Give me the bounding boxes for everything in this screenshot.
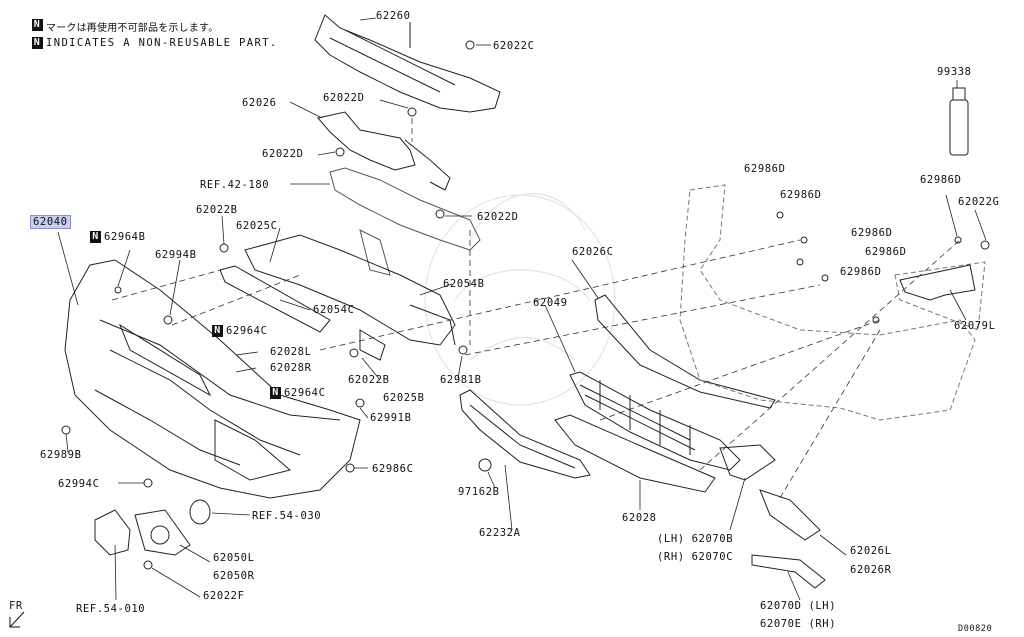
part-label[interactable]: 62028 bbox=[622, 512, 657, 524]
part-label[interactable]: 62050R bbox=[213, 570, 255, 582]
part-label[interactable]: 62981B bbox=[440, 374, 482, 386]
part-label[interactable]: 62054B bbox=[443, 278, 485, 290]
part-label[interactable]: 62054C bbox=[313, 304, 355, 316]
part-label[interactable]: 62022D bbox=[262, 148, 304, 160]
reinforcement-ref-42-180 bbox=[330, 168, 480, 275]
part-label[interactable]: 62022D bbox=[323, 92, 365, 104]
part-label[interactable]: 62022D bbox=[477, 211, 519, 223]
part-label[interactable]: 62026R bbox=[850, 564, 892, 576]
clips bbox=[62, 41, 989, 569]
non-reusable-mark: N bbox=[90, 231, 101, 243]
part-label[interactable]: 99338 bbox=[937, 66, 972, 78]
part-label[interactable]: 62986D bbox=[851, 227, 893, 239]
ref-label[interactable]: REF.42-180 bbox=[200, 179, 270, 191]
part-label[interactable]: 62994C bbox=[58, 478, 100, 490]
part-label[interactable]: 62022G bbox=[958, 196, 1000, 208]
part-label[interactable]: 62025C bbox=[236, 220, 278, 232]
part-label[interactable]: 62022B bbox=[196, 204, 238, 216]
bracket-62026 bbox=[318, 112, 450, 190]
part-label-selected[interactable]: 62040 bbox=[30, 215, 71, 229]
part-label[interactable]: (LH) 62070B bbox=[657, 533, 734, 545]
vehicle-outline-ref bbox=[680, 185, 985, 420]
front-direction-label: FR bbox=[9, 600, 23, 612]
ref-label[interactable]: REF.54-010 bbox=[76, 603, 146, 615]
part-label-text: 62964C bbox=[226, 325, 268, 337]
part-label[interactable]: 62026C bbox=[572, 246, 614, 258]
part-label[interactable]: 62260 bbox=[376, 10, 411, 22]
part-label[interactable]: 62991B bbox=[370, 412, 412, 424]
part-label[interactable]: (RH) 62070C bbox=[657, 551, 734, 563]
part-label[interactable]: 62025B bbox=[383, 392, 425, 404]
part-label[interactable]: 62986D bbox=[840, 266, 882, 278]
part-label[interactable]: 62986D bbox=[865, 246, 907, 258]
part-label[interactable]: 62070E (RH) bbox=[760, 618, 837, 630]
fog-cap-ref-54-030 bbox=[190, 500, 210, 524]
part-label[interactable]: 62022B bbox=[348, 374, 390, 386]
part-label[interactable]: 62986D bbox=[744, 163, 786, 175]
part-label[interactable]: 62050L bbox=[213, 552, 255, 564]
lower-bar-62054c bbox=[220, 266, 330, 332]
part-label-text: 62964C bbox=[284, 387, 326, 399]
part-label[interactable]: 97162B bbox=[458, 486, 500, 498]
part-label[interactable]: 62070D (LH) bbox=[760, 600, 837, 612]
part-label[interactable]: 62028L bbox=[270, 346, 312, 358]
alignment-lines bbox=[112, 118, 960, 498]
garnish-62070d bbox=[752, 555, 825, 588]
part-label[interactable]: 62026 bbox=[242, 97, 277, 109]
sealant-bottle-99338 bbox=[950, 88, 968, 155]
part-label[interactable]: 62989B bbox=[40, 449, 82, 461]
front-arrow-icon bbox=[10, 612, 24, 627]
garnish-62028 bbox=[555, 415, 715, 492]
part-label[interactable]: 62986D bbox=[780, 189, 822, 201]
leader-lines bbox=[58, 18, 986, 600]
non-reusable-mark: N bbox=[32, 37, 43, 49]
absorber-62054b bbox=[245, 235, 455, 360]
part-label[interactable]: 62986C bbox=[372, 463, 414, 475]
ref-label[interactable]: REF.54-030 bbox=[252, 510, 322, 522]
note-en-text: INDICATES A NON-REUSABLE PART. bbox=[46, 37, 278, 49]
part-label-text: 62964B bbox=[104, 231, 146, 243]
non-reusable-mark: N bbox=[32, 19, 43, 31]
diagram-code: D00820 bbox=[958, 624, 993, 634]
bracket-62079l bbox=[900, 265, 975, 300]
splash-shield-62260 bbox=[315, 15, 500, 112]
part-label[interactable]: 62026L bbox=[850, 545, 892, 557]
non-reusable-mark: N bbox=[212, 325, 223, 337]
grille-62049 bbox=[570, 295, 775, 470]
bumper-face-62040 bbox=[65, 260, 360, 498]
note-jp-text: マークは再使用不可部品を示します。 bbox=[46, 23, 219, 34]
part-label[interactable]: 62022C bbox=[493, 40, 535, 52]
part-label[interactable]: 62022F bbox=[203, 590, 245, 602]
part-label[interactable]: 62986D bbox=[920, 174, 962, 186]
non-reusable-mark: N bbox=[270, 387, 281, 399]
part-label[interactable]: 62994B bbox=[155, 249, 197, 261]
part-label[interactable]: 62079L bbox=[954, 320, 996, 332]
garnish-62070b bbox=[720, 445, 775, 480]
garnish-62026l bbox=[760, 490, 820, 540]
fog-lamp-ref bbox=[95, 510, 130, 555]
fog-bezel-62050 bbox=[135, 510, 190, 555]
part-label[interactable]: 62232A bbox=[479, 527, 521, 539]
watermark-emblem bbox=[425, 194, 615, 405]
part-label[interactable]: 62049 bbox=[533, 297, 568, 309]
grille-62232a bbox=[460, 390, 590, 478]
part-label[interactable]: 62028R bbox=[270, 362, 312, 374]
